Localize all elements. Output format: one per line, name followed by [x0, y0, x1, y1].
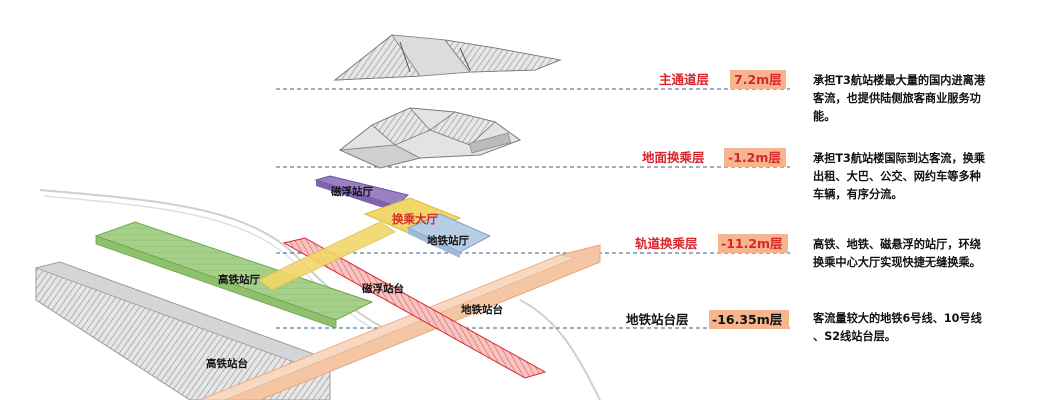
- description-metro-line-1: 客流量较大的地铁6号线、10号线: [812, 311, 983, 325]
- elevation-tag-ground: [724, 148, 786, 167]
- elevation-tag-main: [730, 70, 786, 89]
- metro-platform-block: [199, 244, 601, 400]
- level-name-metro: 地铁站台层: [626, 312, 689, 327]
- level-name-main: 主通道层: [659, 72, 710, 87]
- elevation-rail: -11.2m层: [721, 236, 783, 251]
- hsr-hall-block: [94, 221, 374, 329]
- description-metro: 客流量较大的地铁6号线、10号线 、S2线站台层。: [812, 311, 983, 343]
- maglev-platform-block: [282, 237, 547, 379]
- description-main-line-1: 承担T3航站楼最大量的国内进离港: [812, 73, 986, 87]
- description-main-line-3: 能。: [813, 109, 835, 123]
- elevation-ground: -1.2m层: [728, 150, 781, 165]
- label-hsr-hall: 高铁站厅: [218, 273, 260, 286]
- label-maglev-platform: 磁浮站台: [362, 282, 404, 295]
- guide-lines: [276, 88, 790, 329]
- level-name-ground: 地面换乘层: [642, 150, 705, 165]
- transfer-connector: [257, 221, 396, 291]
- elevation-tag-metro: [709, 310, 789, 329]
- label-maglev-hall: 磁浮站厅: [331, 185, 373, 198]
- maglev-hall-block: [314, 175, 410, 212]
- label-metro-hall: 地铁站厅: [427, 234, 469, 247]
- elevation-tag-rail: [718, 234, 788, 253]
- description-main-line-2: 客流，也提供陆侧旅客商业服务功: [812, 91, 981, 105]
- description-metro-line-2: 、S2线站台层。: [813, 329, 896, 343]
- description-rail-line-2: 换乘中心大厅实现快捷无缝换乘。: [813, 255, 981, 269]
- label-metro-platform: 地铁站台: [461, 303, 503, 316]
- main-channel-structure: [333, 34, 562, 81]
- elevation-metro: -16.35m层: [712, 312, 783, 327]
- description-rail: 高铁、地铁、磁悬浮的站厅，环绕 换乘中心大厅实现快捷无缝换乘。: [813, 237, 981, 269]
- hsr-platform-block: [34, 261, 332, 400]
- elevation-main: 7.2m层: [734, 72, 782, 87]
- description-ground-line-2: 出租、大巴、公交、网约车等多种: [813, 169, 981, 183]
- level-name-rail: 轨道换乘层: [635, 236, 698, 251]
- label-transfer-hall: 换乘大厅: [392, 212, 438, 226]
- description-rail-line-1: 高铁、地铁、磁悬浮的站厅，环绕: [813, 237, 981, 251]
- metro-hall-block: [406, 213, 492, 258]
- description-ground-line-3: 车辆，有序分流。: [813, 187, 903, 201]
- description-ground: 承担T3航站楼国际到达客流，换乘 出租、大巴、公交、网约车等多种 车辆，有序分流…: [812, 151, 986, 201]
- label-hsr-platform: 高铁站台: [206, 357, 248, 370]
- description-ground-line-1: 承担T3航站楼国际到达客流，换乘: [812, 151, 986, 165]
- description-main: 承担T3航站楼最大量的国内进离港 客流，也提供陆侧旅客商业服务功 能。: [812, 73, 986, 123]
- background-tracks: [39, 189, 601, 400]
- ground-transfer-structure: [338, 107, 522, 169]
